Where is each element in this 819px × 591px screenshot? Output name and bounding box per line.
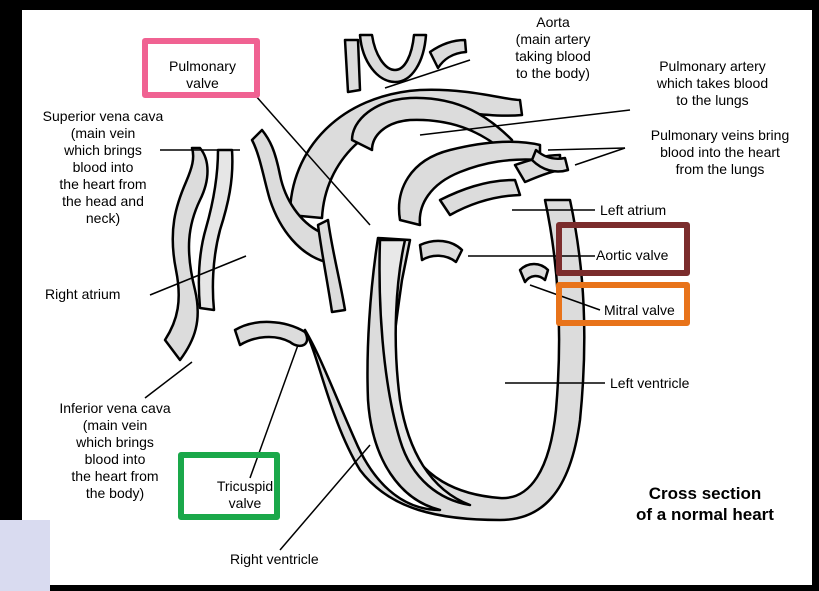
label-left-atrium: Left atrium <box>600 202 666 219</box>
label-left-ventricle: Left ventricle <box>610 375 689 392</box>
highlight-box-tricuspid-valve <box>178 452 280 520</box>
label-right-ventricle: Right ventricle <box>230 551 319 568</box>
label-pulmonary-artery: Pulmonary artery which takes blood to th… <box>630 58 795 109</box>
label-inferior-vena-cava: Inferior vena cava (main vein which brin… <box>35 400 195 502</box>
diagram-title: Cross section of a normal heart <box>595 483 815 525</box>
label-pulmonary-veins: Pulmonary veins bring blood into the hea… <box>625 127 815 178</box>
highlight-box-aortic-valve <box>556 222 690 276</box>
label-right-atrium: Right atrium <box>45 286 120 303</box>
highlight-box-mitral-valve <box>556 282 690 326</box>
highlight-box-pulmonary-valve <box>142 38 260 98</box>
label-superior-vena-cava: Superior vena cava (main vein which brin… <box>28 108 178 227</box>
label-aorta: Aorta (main artery taking blood to the b… <box>488 14 618 82</box>
